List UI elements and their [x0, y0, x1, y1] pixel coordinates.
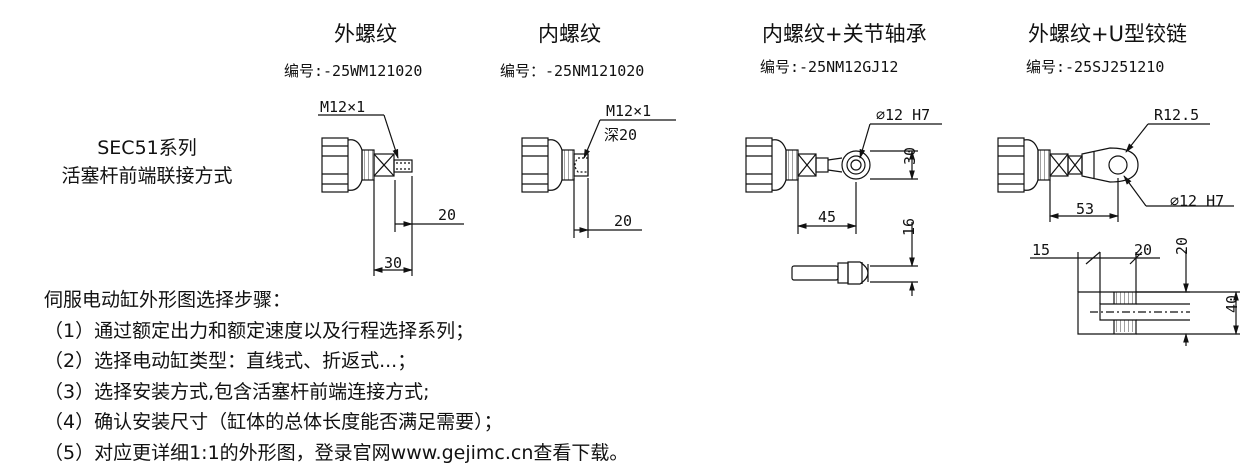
dim-label: 20 [438, 206, 456, 224]
dim-label: 深20 [604, 126, 637, 144]
dim-label: 20 [1134, 241, 1152, 259]
dim-label: ⌀12 H7 [1170, 192, 1224, 210]
dim-label: 20 [614, 212, 632, 230]
title-rod-end-bearing: 内螺纹+关节轴承 [762, 22, 927, 46]
code-internal-thread: 编号：-25NM121020 [500, 62, 645, 80]
series-label-line2: 活塞杆前端联接方式 [61, 165, 233, 187]
code-external-thread: 编号:-25WM121020 [284, 62, 423, 80]
dim-label: 15 [1032, 241, 1050, 259]
title-external-thread: 外螺纹 [334, 22, 397, 46]
title-internal-thread: 内螺纹 [538, 22, 601, 46]
drawing-external-thread [318, 114, 464, 276]
title-u-clevis: 外螺纹+U型铰链 [1028, 22, 1187, 46]
step-item: （2）选择电动缸类型：直线式、折返式...； [44, 350, 417, 372]
dim-label: M12×1 [320, 98, 365, 116]
drawing-rod-end-bearing [745, 123, 942, 296]
dim-label: 20 [1173, 237, 1191, 255]
dim-label: 30 [384, 254, 402, 272]
dim-label: 30 [901, 147, 919, 165]
series-label: SEC51系列 活塞杆前端联接方式 [40, 134, 254, 190]
drawing-u-clevis [997, 123, 1240, 346]
code-u-clevis: 编号:-25SJ251210 [1026, 58, 1165, 76]
step-item: （1）通过额定出力和额定速度以及行程选择系列； [44, 319, 475, 342]
step-item: （5）对应更详细1:1的外形图，登录官网www.gejimc.cn查看下载。 [44, 441, 629, 464]
steps-heading: 伺服电动缸外形图选择步骤： [44, 289, 292, 311]
dim-label: 53 [1076, 200, 1094, 218]
dim-label: 40 [1223, 295, 1241, 313]
drawing-internal-thread [521, 119, 676, 238]
selection-steps: 伺服电动缸外形图选择步骤： （1）通过额定出力和额定速度以及行程选择系列； （2… [44, 285, 628, 468]
dim-label: 45 [818, 208, 836, 226]
dim-label: M12×1 [606, 102, 651, 120]
dim-label: ⌀12 H7 [876, 106, 930, 124]
step-item: （4）确认安装尺寸（缸体的总体长度能否满足需要）； [44, 411, 503, 433]
series-label-line1: SEC51系列 [97, 137, 197, 159]
dim-label: 16 [900, 218, 918, 236]
dim-label: R12.5 [1154, 106, 1199, 124]
step-item: （3）选择安装方式,包含活塞杆前端连接方式; [44, 380, 430, 403]
code-rod-end-bearing: 编号:-25NM12GJ12 [760, 58, 899, 76]
